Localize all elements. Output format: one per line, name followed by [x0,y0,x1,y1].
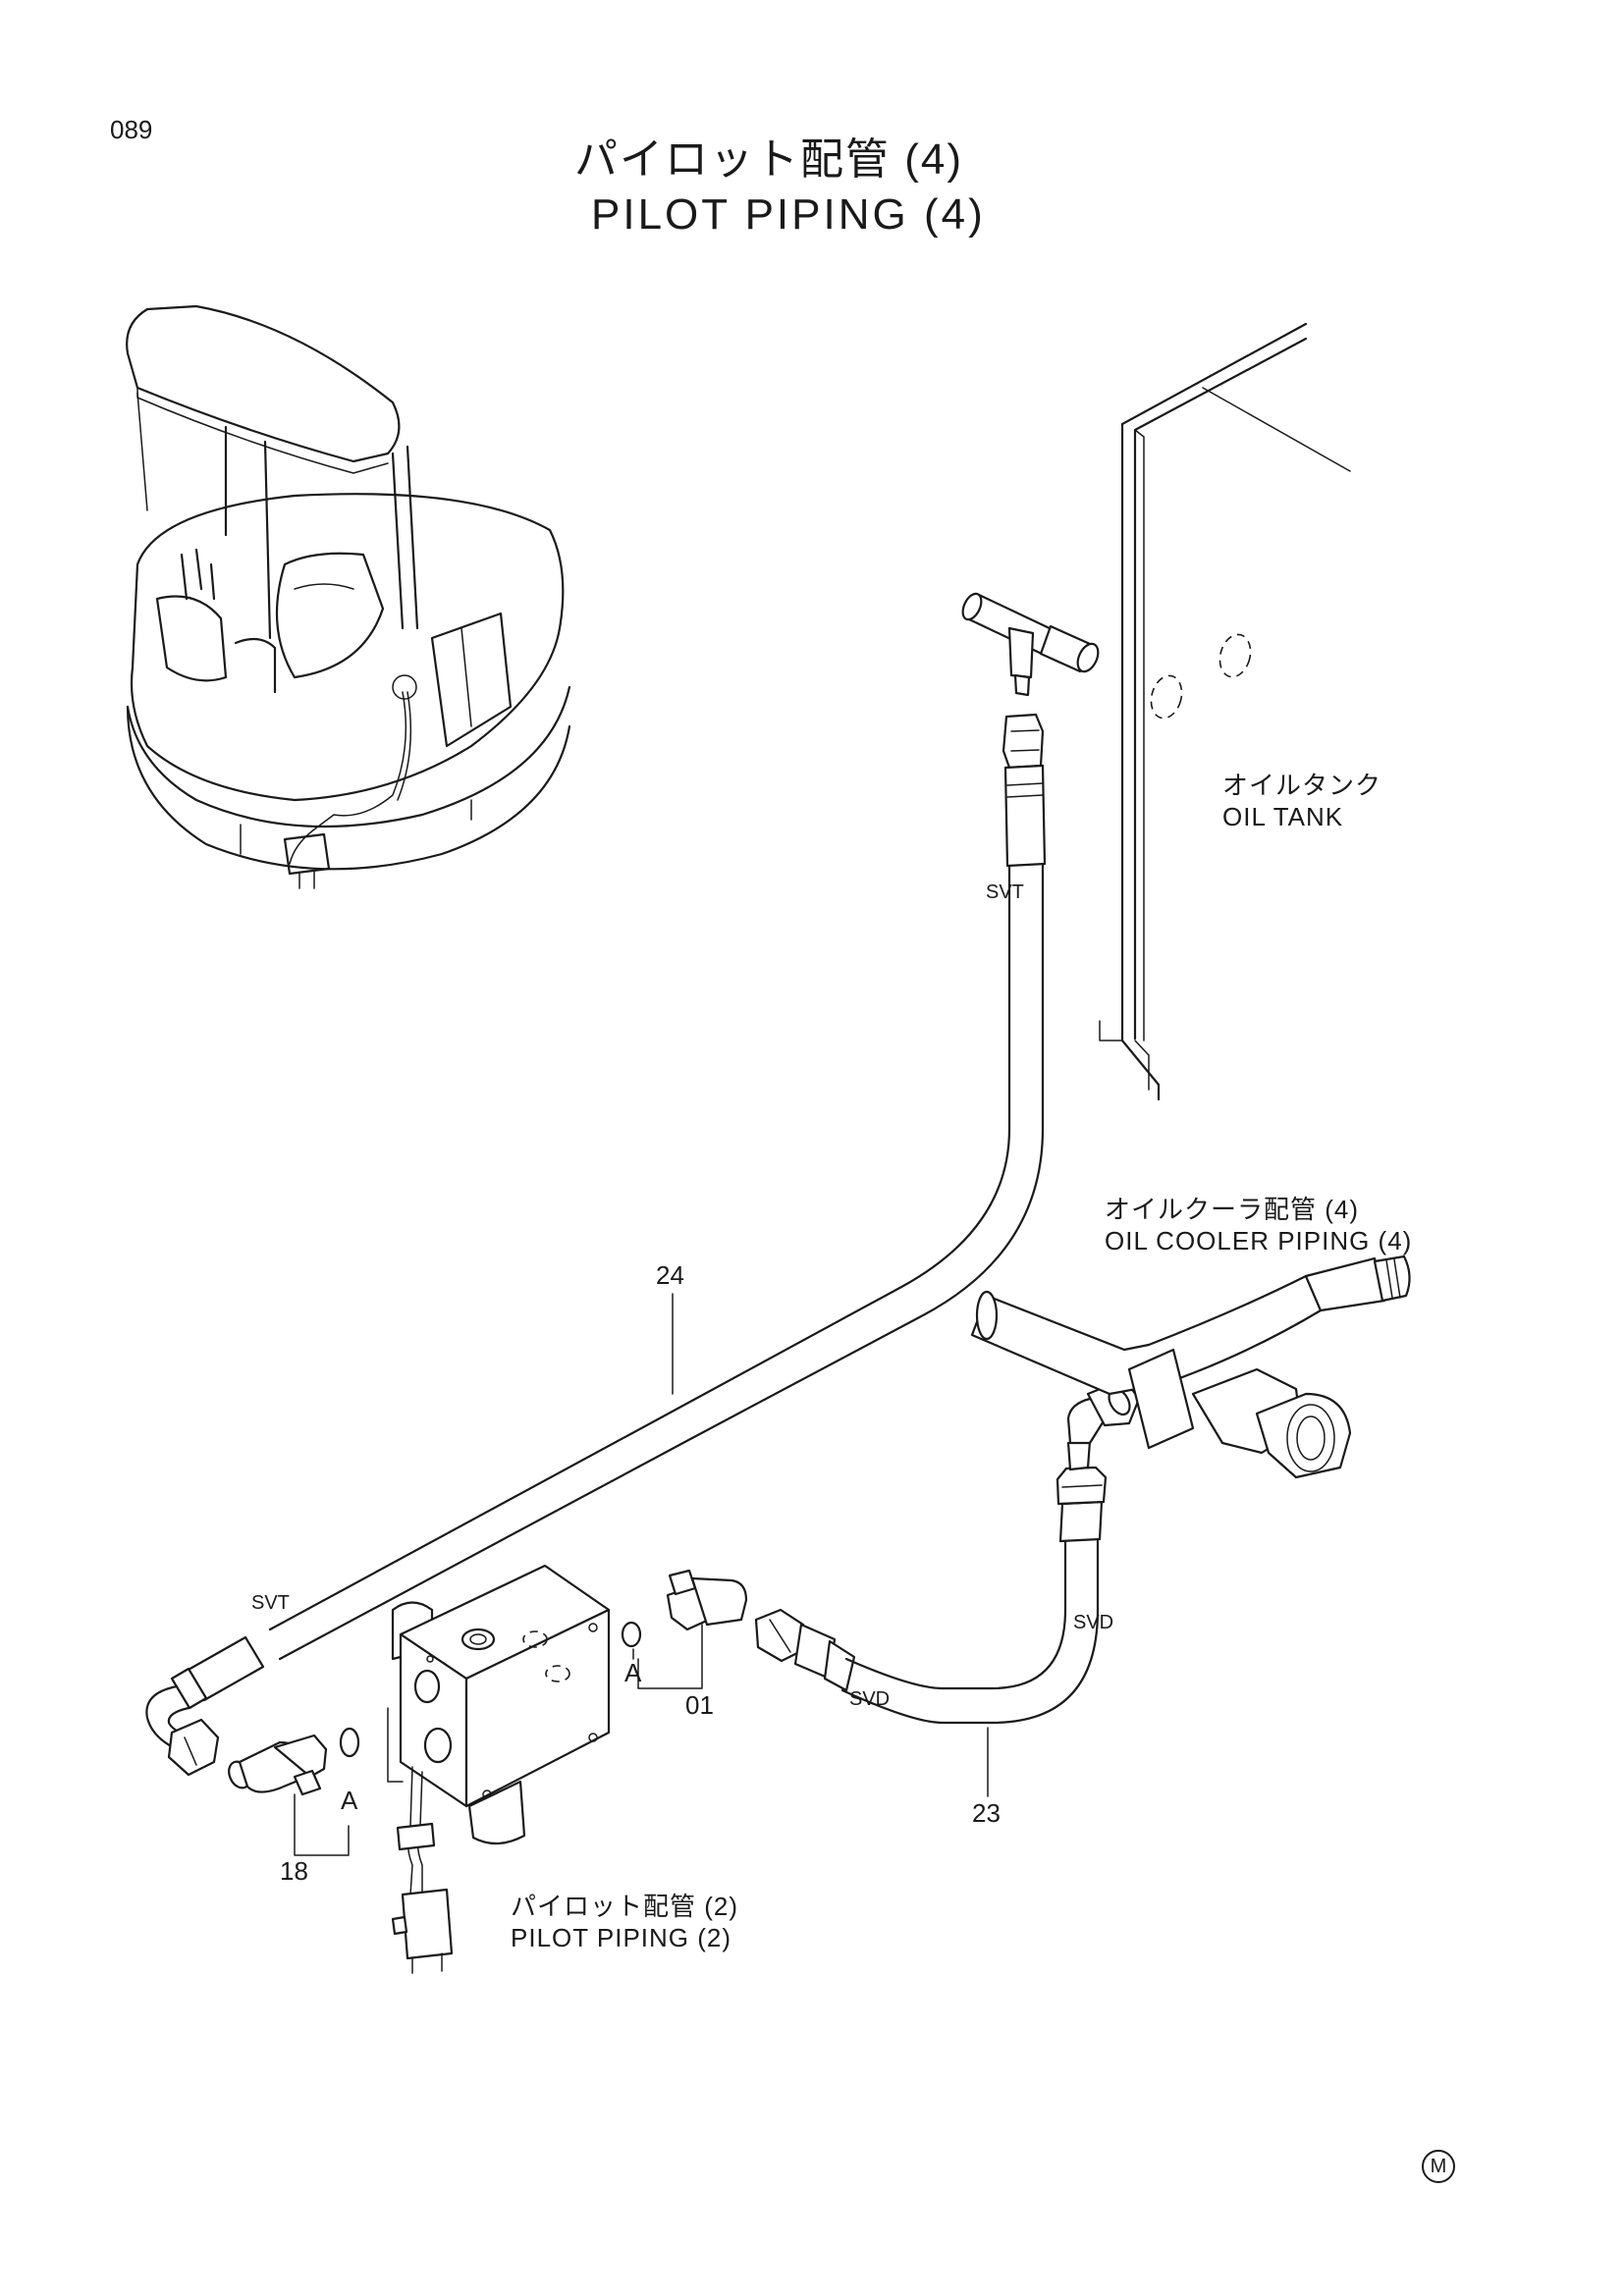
hose-tag-svd-left: SVD [849,1688,891,1710]
section-mark-a-left: A [341,1786,358,1815]
corner-mark-m: M [1422,2150,1455,2183]
oil-tank-outline [1099,322,1351,1101]
elbow-fitting-01 [621,1569,748,1648]
part-number-18: 18 [280,1856,308,1886]
oil-cooler-label-jp: オイルクーラ配管 (4) [1105,1195,1360,1224]
hose-tag-svt-top: SVT [986,881,1024,903]
oil-cooler-label-en: OIL COOLER PIPING (4) [1105,1226,1413,1255]
page-title-en: PILOT PIPING (4) [591,190,986,239]
pilot-piping-2-label-en: PILOT PIPING (2) [511,1923,732,1952]
page-title-jp: パイロット配管 (4) [574,135,963,184]
elbow-fitting-18 [228,1727,360,1796]
leader-lines [294,1293,989,1856]
hose-23 [754,1377,1141,1725]
tee-fitting-top [961,592,1100,697]
part-number-23: 23 [972,1798,1001,1828]
page-number: 089 [110,115,153,144]
oil-tank-label-en: OIL TANK [1222,802,1344,831]
hose-tag-svd-right: SVD [1073,1612,1114,1633]
excavator-overview-illustration [126,304,571,889]
pilot-valve-block [387,1564,611,1974]
hose-24 [145,713,1047,1777]
oil-cooler-tee [970,1255,1411,1479]
part-number-01: 01 [685,1690,714,1720]
section-mark-a-right: A [624,1658,642,1687]
hose-tag-svt-left: SVT [251,1592,290,1614]
oil-tank-label-jp: オイルタンク [1222,771,1382,800]
part-number-24: 24 [656,1260,684,1290]
pilot-piping-2-label-jp: パイロット配管 (2) [511,1892,739,1921]
